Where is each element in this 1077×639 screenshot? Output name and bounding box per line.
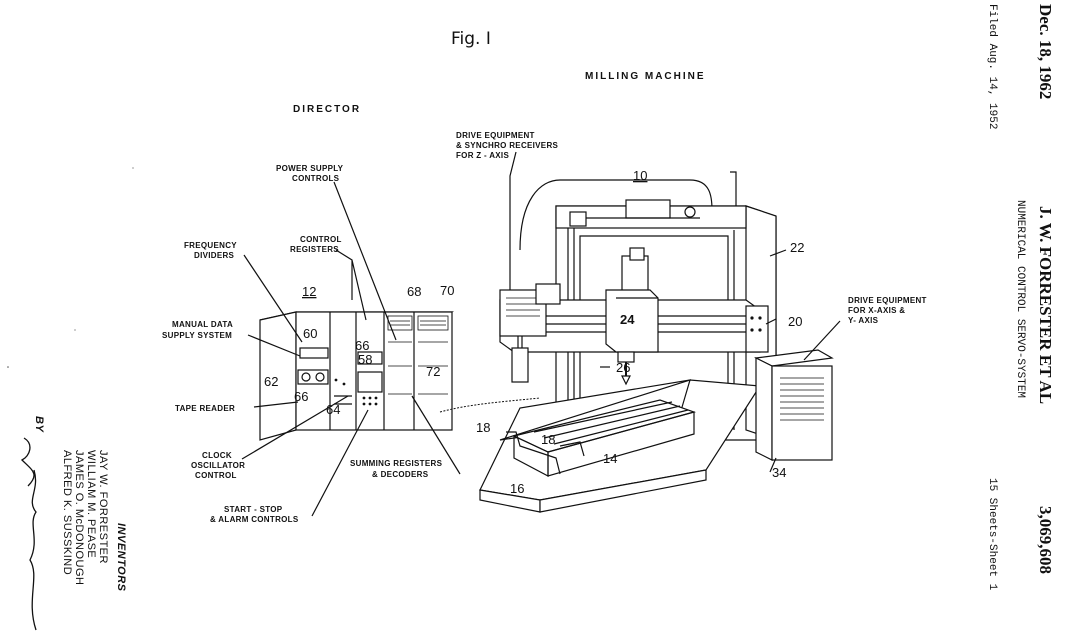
ref-64: 64: [326, 402, 340, 417]
figure-label: Fig. I: [451, 29, 491, 49]
patent-date: Dec. 18, 1962: [1036, 4, 1055, 99]
ref-70: 70: [440, 283, 454, 298]
inventor-3: JAMES O. McDONOUGH: [73, 450, 85, 586]
ref-18b: 18: [541, 432, 555, 447]
ref-18a: 18: [476, 420, 490, 435]
ref-60: 60: [303, 326, 317, 341]
milling-machine: 24: [479, 171, 777, 513]
filed-date: Filed Aug. 14, 1952: [986, 4, 998, 129]
by-label: BY: [33, 416, 45, 433]
inventors-block: INVENTORS JAY W. FORRESTER WILLIAM M. PE…: [20, 416, 127, 631]
attorney-signature: [20, 437, 37, 631]
label-manual-data-supply-system: MANUAL DATA SUPPLY SYSTEM: [162, 320, 235, 340]
ref-16: 16: [510, 481, 524, 496]
inventors-heading: INVENTORS: [115, 523, 127, 592]
director-header: DIRECTOR: [293, 104, 361, 115]
paper-specks: [7, 167, 134, 368]
ref-24: 24: [620, 312, 635, 327]
ref-22: 22: [790, 240, 804, 255]
label-drive-equipment-xy-axis: DRIVE EQUIPMENT FOR X-AXIS & Y- AXIS: [848, 296, 929, 325]
label-frequency-dividers: FREQUENCY DIVIDERS: [184, 241, 239, 260]
label-start-stop-alarm-controls: START - STOP & ALARM CONTROLS: [210, 505, 299, 524]
reference-numerals: 12 10 60 62 66 66 58 64 68 70 72 22 20 2…: [264, 168, 804, 496]
inventor-2: WILLIAM M. PEASE: [85, 450, 97, 558]
ref-12: 12: [302, 284, 316, 299]
ref-58: 58: [358, 352, 372, 367]
ref-62: 62: [264, 374, 278, 389]
label-power-supply-controls: POWER SUPPLY CONTROLS: [276, 164, 346, 183]
sheet-count: 15 Sheets-Sheet 1: [986, 478, 998, 591]
patent-title: NUMERICAL CONTROL SERVO-SYSTEM: [1014, 200, 1026, 398]
label-clock-oscillator-control: CLOCK OSCILLATOR CONTROL: [191, 451, 248, 480]
ref-26: 26: [616, 360, 630, 375]
interconnect-cable: [439, 397, 541, 413]
label-summing-registers-decoders: SUMMING REGISTERS & DECODERS: [350, 459, 445, 479]
inventor-name: J. W. FORRESTER ET AL: [1036, 206, 1055, 404]
director-cabinet: [259, 311, 454, 441]
patent-side-strip: Dec. 18, 1962 Filed Aug. 14, 1952 J. W. …: [986, 4, 1055, 591]
label-tape-reader: TAPE READER: [175, 404, 235, 413]
ref-20: 20: [788, 314, 802, 329]
label-control-registers: CONTROL REGISTERS: [290, 235, 344, 254]
ref-10: 10: [633, 168, 647, 183]
milling-machine-header: MILLING MACHINE: [585, 71, 706, 82]
inventor-1: JAY W. FORRESTER: [97, 450, 109, 564]
ref-72: 72: [426, 364, 440, 379]
ref-66a: 66: [294, 389, 308, 404]
ref-34: 34: [772, 465, 786, 480]
ref-14: 14: [603, 451, 617, 466]
label-drive-equipment-z-axis: DRIVE EQUIPMENT & SYNCHRO RECEIVERS FOR …: [456, 131, 561, 160]
patent-number: 3,069,608: [1036, 506, 1055, 574]
leader-lines: [241, 151, 841, 517]
ref-66b: 66: [355, 338, 369, 353]
xy-drive-cabinet: [753, 349, 834, 461]
inventor-4: ALFRED K. SUSSKIND: [61, 450, 73, 575]
ref-68: 68: [407, 284, 421, 299]
